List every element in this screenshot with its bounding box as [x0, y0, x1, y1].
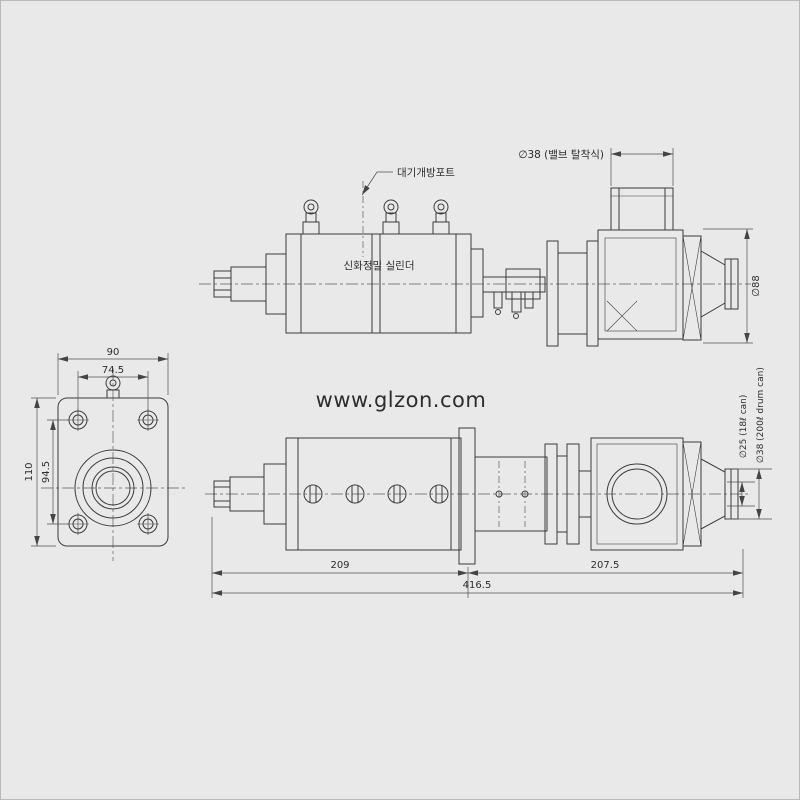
dimension-207-5: 207.5 — [468, 549, 744, 598]
dim-209: 209 — [330, 560, 349, 571]
dia-25-label: ∅25 (18ℓ can) — [739, 395, 749, 458]
dim-74-5: 74.5 — [102, 365, 124, 376]
dia-38-label: ∅38 (200ℓ drum can) — [756, 367, 766, 463]
air-port-label: 대기개방포트 — [397, 167, 455, 179]
dim-94-5: 94.5 — [41, 461, 52, 483]
top-ports — [302, 181, 450, 257]
dim-416-5: 416.5 — [463, 580, 492, 591]
outlet-clamp — [682, 235, 739, 341]
valve-assembly — [597, 187, 684, 340]
valve-detach-dimension-label: ∅38 (밸브 탈착식) — [518, 148, 604, 161]
dimension-209: 209 — [211, 517, 469, 598]
dimension-416-5: 416.5 — [212, 580, 743, 596]
bore-circles — [74, 449, 152, 527]
watermark: www.glzon.com — [316, 388, 487, 412]
dim-90: 90 — [107, 347, 120, 358]
dimension-110: 110 — [24, 397, 56, 547]
dimension-can-sizes: ∅25 (18ℓ can) ∅38 (200ℓ drum can) — [727, 367, 772, 520]
air-port-callout: 대기개방포트 — [361, 167, 455, 196]
dimension-valve-detach: ∅38 (밸브 탈착식) — [518, 148, 674, 186]
dimension-94-5: 94.5 — [41, 419, 69, 525]
side-view-top: ∅88 ∅38 (밸브 탈착식) 대기개방포트 신화정밀 실린더 — [199, 148, 762, 347]
clamp-ferrule — [544, 443, 592, 545]
dim-110: 110 — [24, 462, 35, 481]
watermark-text: www.glzon.com — [316, 388, 487, 412]
clamp-ferrule — [546, 240, 599, 347]
dimension-dia88: ∅88 — [703, 228, 762, 344]
cylinder-name-label: 신화정밀 실린더 — [344, 260, 415, 272]
outlet-clamp — [682, 441, 739, 547]
rod-coupling — [470, 248, 546, 319]
dimension-74-5: 74.5 — [77, 365, 149, 415]
mid-housing — [474, 456, 548, 532]
dimension-90: 90 — [57, 347, 169, 395]
dia-88-label: ∅88 — [751, 275, 762, 296]
front-view: 90 74.5 110 94.5 — [24, 347, 185, 561]
dim-207-5: 207.5 — [591, 560, 620, 571]
side-view-bottom: 209 207.5 416.5 ∅25 (18ℓ can) ∅38 (200ℓ … — [205, 367, 772, 598]
cylinder-body — [285, 233, 472, 334]
cylinder-body — [285, 437, 462, 551]
